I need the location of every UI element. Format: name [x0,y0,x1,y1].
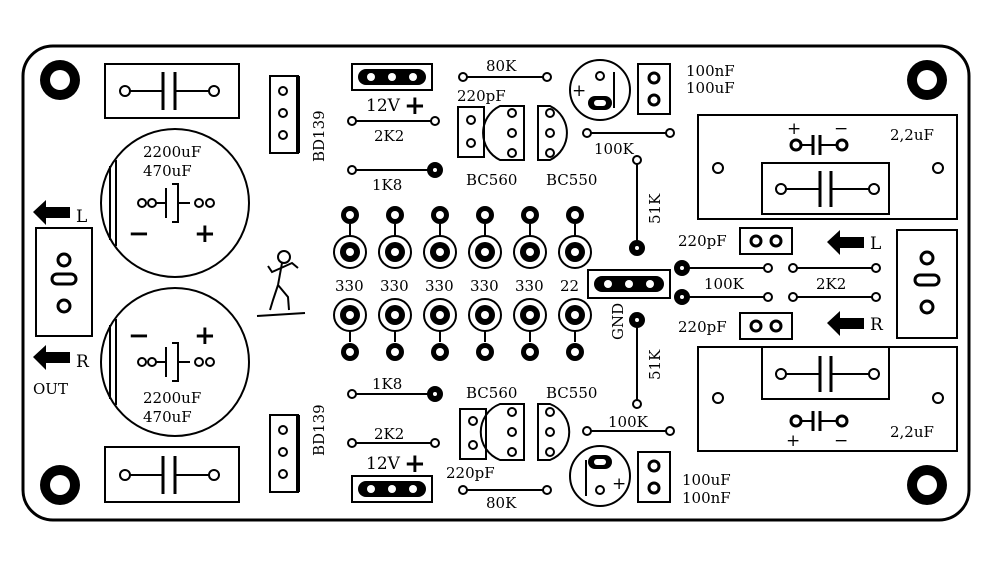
cap-mid-top-220pf-label: 220pF [678,232,727,250]
cap-bottom-plus: + [194,321,216,351]
big-electrolytic-bottom: − + 2200uF 470uF [100,287,250,437]
supply-top-plus: + [404,91,426,121]
elec-top-value-a: 100nF [686,62,735,80]
resistor-array-column: 330 [378,206,412,361]
resistor-array-value: 22 [560,277,579,295]
elec-bot-plus: + [612,474,626,494]
mid-resistors [674,260,881,305]
coupling-top-minus: − [834,119,848,139]
bc560-bottom-label: BC560 [466,384,517,402]
coupling-top-plus: + [787,119,801,139]
resistor-array-column: 330 [468,206,502,361]
electrolytic-small-top: + 100nF 100uF [569,59,735,121]
bd139-bottom-label: BD139 [310,404,328,456]
r-top-100k-label: 100K [594,140,635,158]
r-bot-51k-label: 51K [646,349,664,380]
r-top-80k-label: 80K [486,57,517,75]
cap-bottom-value-a: 2200uF [143,389,201,407]
resistor-array-column: 330 [513,206,547,361]
input-arrows [827,230,864,336]
resistors-bottom [347,312,675,495]
input-r-label: R [870,315,884,335]
elec-top-plus: + [572,81,586,101]
board-outline [21,44,971,522]
cap-top-value-b: 470uF [143,162,192,180]
input-connector [896,229,958,339]
mounting-holes [40,60,947,505]
r-mid-2k2-label: 2K2 [816,275,846,293]
bd139-bottom: BD139 [269,404,328,493]
cap-top-220pf-label: 220pF [457,87,506,105]
r-bot-1k8-label: 1K8 [372,375,402,393]
cap-mid-bot-220pf-label: 220pF [678,318,727,336]
bd139-top-label: BD139 [310,110,328,162]
resistor-array-column: 330 [333,206,367,361]
coupling-cap-bottom: + − 2,2uF [697,346,958,452]
supply-top-label: 12V [366,96,401,116]
electrolytic-small-bottom: + 100uF 100nF [569,445,731,507]
signal-stage-bottom [459,403,571,461]
resistor-array-value: 330 [515,277,544,295]
output-l-label: L [76,207,87,227]
signal-stage-top [457,105,568,161]
cap-top-minus: − [128,219,150,249]
film-cap-bottom-left [104,446,240,503]
supply-bottom-label: 12V [366,454,401,474]
supply-connector-top: 12V + [351,63,433,121]
cap-bot-2-2uf-label: 2,2uF [890,423,934,441]
mid-caps [739,227,793,340]
elec-bot-value-b: 100nF [682,489,731,507]
bc560-top-label: BC560 [466,171,517,189]
output-r-label: R [76,352,90,372]
bd139-top: BD139 [269,75,328,162]
gnd-connector: GND [587,269,671,340]
output-connector: L R OUT [33,200,93,398]
r-bot-100k-label: 100K [608,413,649,431]
cap-top-value-a: 2200uF [143,143,201,161]
r-mid-100k-label: 100K [704,275,745,293]
cap-bottom-minus: − [128,321,150,351]
bc550-bottom-label: BC550 [546,384,597,402]
cap-top-2-2uf-label: 2,2uF [890,126,934,144]
input-l-label: L [870,234,881,254]
cap-bot-220pf-label: 220pF [446,464,495,482]
r-bot-2k2-label: 2K2 [374,425,404,443]
elec-top-value-b: 100uF [686,79,735,97]
r-top-1k8-label: 1K8 [372,176,402,194]
r-bot-80k-label: 80K [486,494,517,512]
big-electrolytic-top: 2200uF 470uF − + [100,128,250,278]
resistor-array-value: 330 [335,277,364,295]
resistor-array-value: 330 [380,277,409,295]
bc550-top-label: BC550 [546,171,597,189]
coupling-cap-top: + − 2,2uF [697,114,958,220]
r-top-2k2-label: 2K2 [374,127,404,145]
resistor-array: 330 330 330 330 330 22 [333,206,592,361]
r-top-51k-label: 51K [646,193,664,224]
resistor-array-value: 330 [470,277,499,295]
gnd-label: GND [609,303,627,340]
resistor-array-value: 330 [425,277,454,295]
resistors-top [347,72,675,256]
supply-connector-bottom: 12V + [351,449,433,503]
cap-top-plus: + [194,219,216,249]
figure-logo [256,250,306,317]
output-label: OUT [33,380,68,398]
cap-bottom-value-b: 470uF [143,408,192,426]
resistor-array-column: 330 [423,206,457,361]
coupling-bottom-plus: + [786,431,800,451]
coupling-bottom-minus: − [834,431,848,451]
elec-bot-value-a: 100uF [682,471,731,489]
film-cap-top-left [104,63,240,119]
supply-bottom-plus: + [404,449,426,479]
resistor-array-column: 22 [558,206,592,361]
